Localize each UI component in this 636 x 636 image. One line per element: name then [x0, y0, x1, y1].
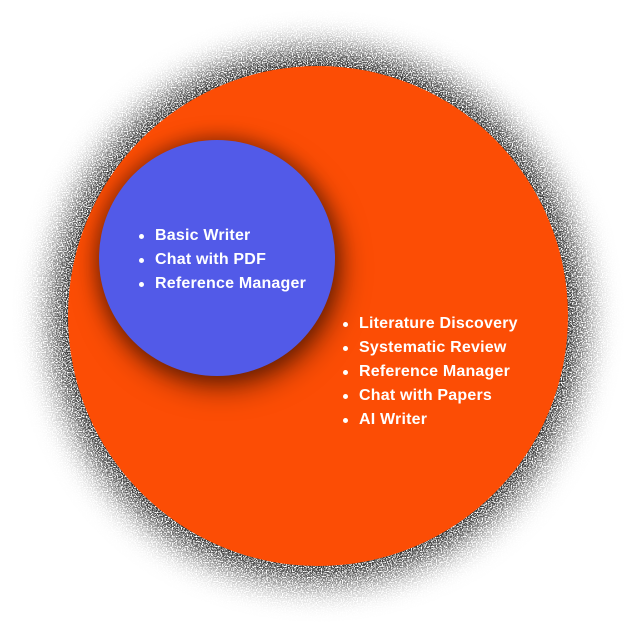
inner-circle: Basic Writer Chat with PDF Reference Man… [99, 140, 335, 376]
feature-label: Reference Manager [155, 275, 307, 292]
bullet-icon [139, 281, 144, 287]
feature-label: Systematic Review [359, 339, 507, 356]
bullet-icon [139, 257, 144, 263]
bullet-icon [343, 417, 348, 423]
bullet-icon [343, 321, 348, 327]
list-item: Systematic Review [343, 336, 518, 360]
list-item: Literature Discovery [343, 312, 518, 336]
list-item: Chat with Papers [343, 384, 518, 408]
list-item: Basic Writer [139, 224, 306, 248]
feature-label: Basic Writer [155, 227, 251, 244]
inner-circle-feature-list: Basic Writer Chat with PDF Reference Man… [139, 224, 306, 296]
list-item: AI Writer [343, 408, 518, 432]
feature-label: Chat with Papers [359, 387, 493, 404]
list-item: Reference Manager [139, 272, 306, 296]
outer-circle-feature-list: Literature Discovery Systematic Review R… [343, 312, 518, 432]
feature-label: AI Writer [359, 411, 428, 428]
feature-label: Reference Manager [359, 363, 511, 380]
list-item: Chat with PDF [139, 248, 306, 272]
bullet-icon [343, 345, 348, 351]
outer-circle: Basic Writer Chat with PDF Reference Man… [68, 66, 568, 566]
feature-label: Literature Discovery [359, 315, 518, 332]
bullet-icon [343, 369, 348, 375]
bullet-icon [343, 393, 348, 399]
bullet-icon [139, 233, 144, 239]
feature-label: Chat with PDF [155, 251, 267, 268]
list-item: Reference Manager [343, 360, 518, 384]
